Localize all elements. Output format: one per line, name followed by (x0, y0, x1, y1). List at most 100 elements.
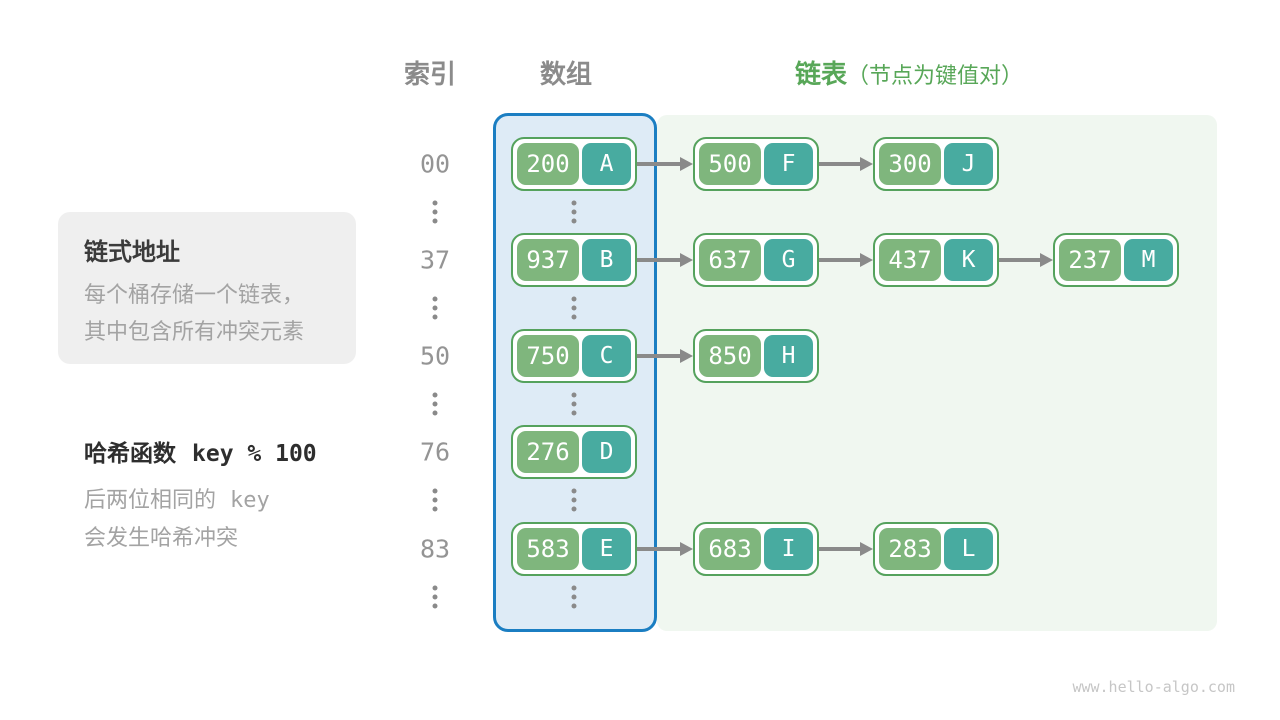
hash-note-body: 后两位相同的 key 会发生哈希冲突 (84, 482, 317, 558)
node-value: J (944, 143, 993, 185)
ellipsis-dot (571, 314, 577, 320)
ellipsis-dot (571, 305, 577, 311)
ellipsis-dot (432, 200, 438, 206)
index-ellipsis (432, 200, 438, 224)
node-key: 283 (879, 528, 941, 570)
ellipsis-dot (571, 218, 577, 224)
hash-function-note: 哈希函数 key % 100 后两位相同的 key 会发生哈希冲突 (84, 434, 317, 558)
ellipsis-dot (571, 488, 577, 494)
list-note: （节点为键值对） (847, 64, 1024, 89)
hash-note-line1: 后两位相同的 key (84, 488, 270, 513)
bucket-index-76: 76 (419, 437, 451, 467)
node-value: E (582, 528, 631, 570)
ellipsis-dot (432, 296, 438, 302)
node-key: 683 (699, 528, 761, 570)
array-ellipsis (571, 200, 577, 224)
ellipsis-dot (432, 218, 438, 224)
next-pointer-arrow (819, 547, 860, 551)
bucket-index-00: 00 (419, 149, 451, 179)
node-key: 937 (517, 239, 579, 281)
next-pointer-arrow (819, 258, 860, 262)
ellipsis-dot (432, 392, 438, 398)
array-ellipsis (571, 296, 577, 320)
array-ellipsis (571, 488, 577, 512)
index-column-header: 索引 (404, 60, 457, 90)
node-key: 500 (699, 143, 761, 185)
node-key: 276 (517, 431, 579, 473)
ellipsis-dot (571, 585, 577, 591)
bucket-index-37: 37 (419, 245, 451, 275)
node-value: I (764, 528, 813, 570)
node-value: G (764, 239, 813, 281)
list-label: 链表 (795, 60, 848, 90)
chaining-info-card: 链式地址 每个桶存储一个链表， 其中包含所有冲突元素 (58, 212, 356, 364)
node-key: 200 (517, 143, 579, 185)
node-key: 850 (699, 335, 761, 377)
node-value: D (582, 431, 631, 473)
bucket-index-50: 50 (419, 341, 451, 371)
ellipsis-dot (432, 305, 438, 311)
next-pointer-arrow (637, 354, 680, 358)
hash-note-line2: 会发生哈希冲突 (84, 526, 239, 551)
ellipsis-dot (571, 410, 577, 416)
ellipsis-dot (432, 401, 438, 407)
watermark: www.hello-algo.com (1072, 678, 1235, 696)
hash-function-title: 哈希函数 key % 100 (84, 441, 317, 467)
node-key: 437 (879, 239, 941, 281)
array-ellipsis (571, 585, 577, 609)
next-pointer-arrow (819, 162, 860, 166)
index-ellipsis (432, 585, 438, 609)
next-pointer-arrow (637, 162, 680, 166)
bucket-index-83: 83 (419, 534, 451, 564)
node-value: M (1124, 239, 1173, 281)
array-ellipsis (571, 392, 577, 416)
ellipsis-dot (571, 603, 577, 609)
node-value: H (764, 335, 813, 377)
node-value: C (582, 335, 631, 377)
ellipsis-dot (571, 506, 577, 512)
node-value: K (944, 239, 993, 281)
ellipsis-dot (571, 209, 577, 215)
next-pointer-arrow (637, 258, 680, 262)
next-pointer-arrow (637, 547, 680, 551)
ellipsis-dot (432, 594, 438, 600)
list-column-header: 链表（节点为键值对） (795, 54, 1023, 91)
ellipsis-dot (432, 488, 438, 494)
hash-function-formula: key % 100 (192, 441, 317, 467)
ellipsis-dot (432, 314, 438, 320)
info-card-line2: 其中包含所有冲突元素 (84, 320, 305, 345)
node-key: 637 (699, 239, 761, 281)
info-card-title: 链式地址 (84, 238, 180, 266)
info-card-line1: 每个桶存储一个链表， (84, 283, 305, 308)
ellipsis-dot (571, 401, 577, 407)
index-ellipsis (432, 488, 438, 512)
node-key: 750 (517, 335, 579, 377)
ellipsis-dot (571, 497, 577, 503)
ellipsis-dot (571, 392, 577, 398)
node-value: L (944, 528, 993, 570)
ellipsis-dot (432, 506, 438, 512)
ellipsis-dot (571, 594, 577, 600)
ellipsis-dot (571, 200, 577, 206)
node-key: 237 (1059, 239, 1121, 281)
node-value: B (582, 239, 631, 281)
node-key: 583 (517, 528, 579, 570)
node-value: A (582, 143, 631, 185)
ellipsis-dot (432, 497, 438, 503)
next-pointer-arrow (999, 258, 1040, 262)
index-ellipsis (432, 392, 438, 416)
ellipsis-dot (432, 209, 438, 215)
